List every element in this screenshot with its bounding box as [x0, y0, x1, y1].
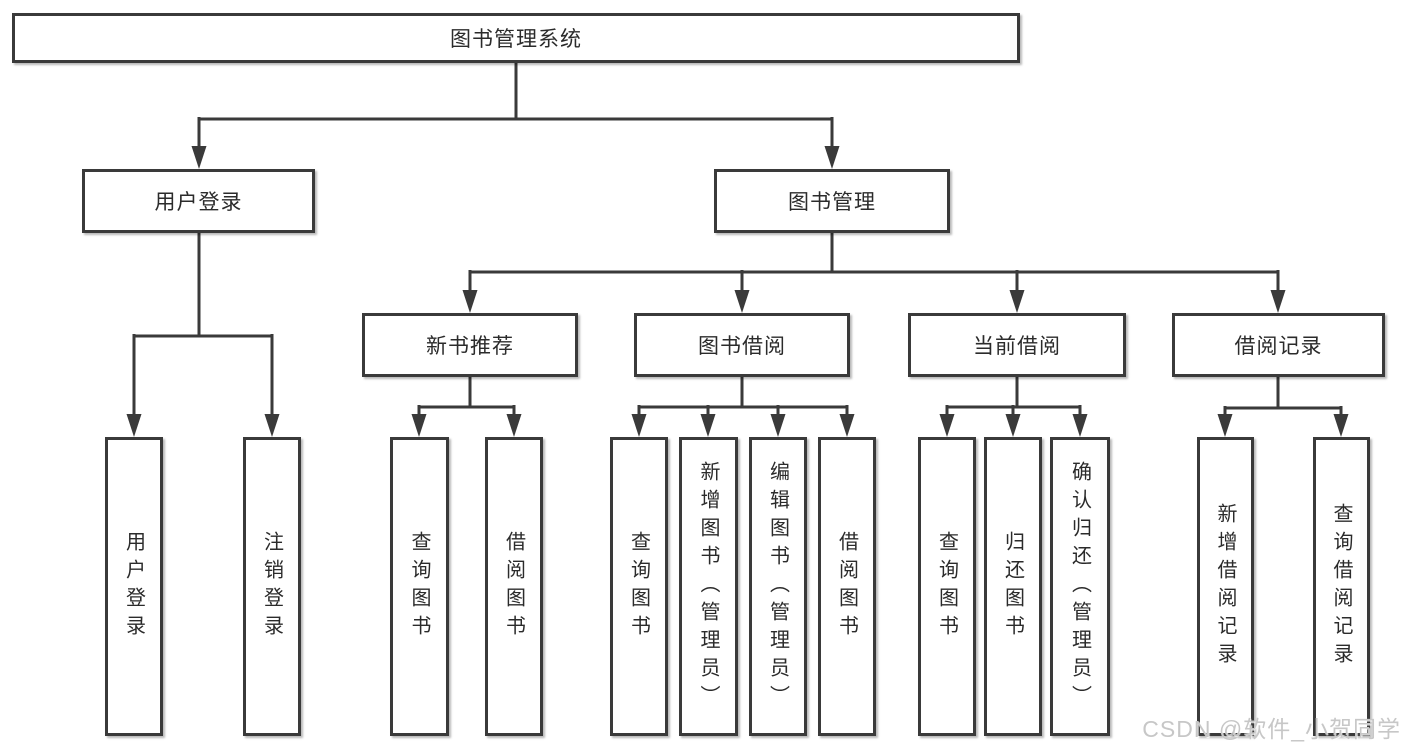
leaf-borrowing-query-books: 查询图书 — [610, 437, 668, 736]
watermark-text: CSDN @软件_小贺同学 — [1142, 716, 1401, 742]
leaf-records-query-record: 查询借阅记录 — [1313, 437, 1370, 736]
leaf-recommend-query-books: 查询图书 — [390, 437, 449, 736]
node-book-borrowing: 图书借阅 — [634, 313, 850, 377]
leaf-current-query-books: 查询图书 — [918, 437, 976, 736]
node-new-book-recommend: 新书推荐 — [362, 313, 578, 377]
leaf-recommend-borrow-books: 借阅图书 — [485, 437, 543, 736]
node-book-management: 图书管理 — [714, 169, 950, 233]
leaf-user-login: 用户登录 — [105, 437, 163, 736]
node-current-borrowing: 当前借阅 — [908, 313, 1126, 377]
node-user-login: 用户登录 — [82, 169, 315, 233]
node-root: 图书管理系统 — [12, 13, 1020, 63]
leaf-current-confirm-return-admin: 确认归还（管理员） — [1050, 437, 1110, 736]
leaf-logout: 注销登录 — [243, 437, 301, 736]
leaf-borrowing-add-books-admin: 新增图书（管理员） — [679, 437, 738, 736]
leaf-borrowing-borrow-books: 借阅图书 — [818, 437, 876, 736]
node-borrowing-records: 借阅记录 — [1172, 313, 1385, 377]
leaf-current-return-books: 归还图书 — [984, 437, 1042, 736]
leaf-records-add-record: 新增借阅记录 — [1197, 437, 1254, 736]
leaf-borrowing-edit-books-admin: 编辑图书（管理员） — [749, 437, 807, 736]
